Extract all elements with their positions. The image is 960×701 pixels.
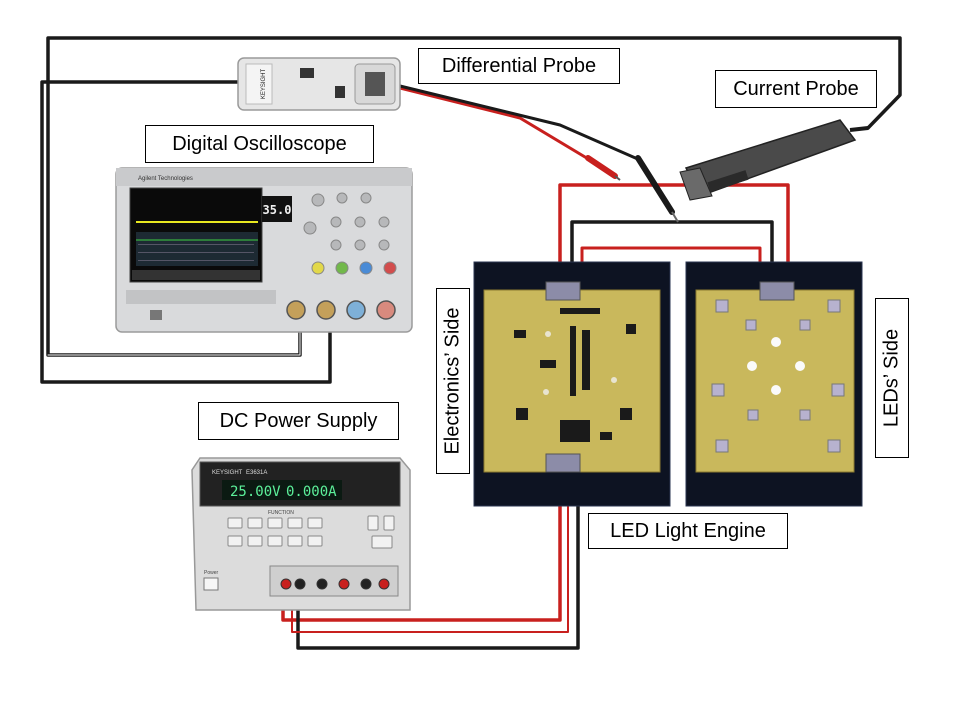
oscilloscope-device: Agilent Technologies 35.0: [115, 167, 413, 333]
label-differential-probe: Differential Probe: [418, 48, 620, 84]
wiring: [40, 36, 902, 650]
black-loop-top: [570, 220, 774, 287]
supply-red-wire-2: [291, 461, 569, 633]
supply-black-wire: [296, 460, 580, 650]
diff-probe-black-lead: [398, 84, 642, 162]
ps-voltage: 25.00V: [230, 484, 281, 500]
ps-model: E3631A: [246, 470, 267, 476]
probe-tips: [585, 155, 679, 223]
diff-probe-brand: KEYSIGHT: [261, 68, 267, 99]
label-led-light-engine: LED Light Engine: [588, 513, 788, 549]
osc-brand: Agilent Technologies: [138, 176, 193, 182]
label-electronics-side-box: Electronics’ Side: [436, 288, 470, 474]
label-leds-side-box: LEDs’ Side: [875, 298, 909, 458]
red-loop-top: [558, 183, 790, 287]
ps-current: 0.000A: [286, 484, 337, 500]
diff-probe-black-wire: [40, 80, 332, 384]
ps-function-label: FUNCTION: [268, 510, 294, 516]
power-supply-device: KEYSIGHT E3631A 25.00V 0.000A FUNCTION P…: [191, 457, 411, 611]
label-current-probe: Current Probe: [715, 70, 877, 108]
osc-readout: 35.0: [263, 203, 292, 217]
label-electronics-side: Electronics’ Side: [441, 307, 464, 455]
leds-side-board: [685, 261, 863, 507]
differential-probe-device: KEYSIGHT: [237, 57, 401, 111]
ps-power-label: Power: [204, 570, 219, 576]
current-probe-device: [679, 119, 869, 201]
label-dc-power-supply: DC Power Supply: [198, 402, 399, 440]
electronics-side-board: [473, 261, 671, 507]
label-leds-side: LEDs’ Side: [880, 328, 903, 428]
label-digital-oscilloscope: Digital Oscilloscope: [145, 125, 374, 163]
ps-brand: KEYSIGHT: [212, 470, 243, 476]
diff-probe-red-lead: [398, 86, 592, 162]
